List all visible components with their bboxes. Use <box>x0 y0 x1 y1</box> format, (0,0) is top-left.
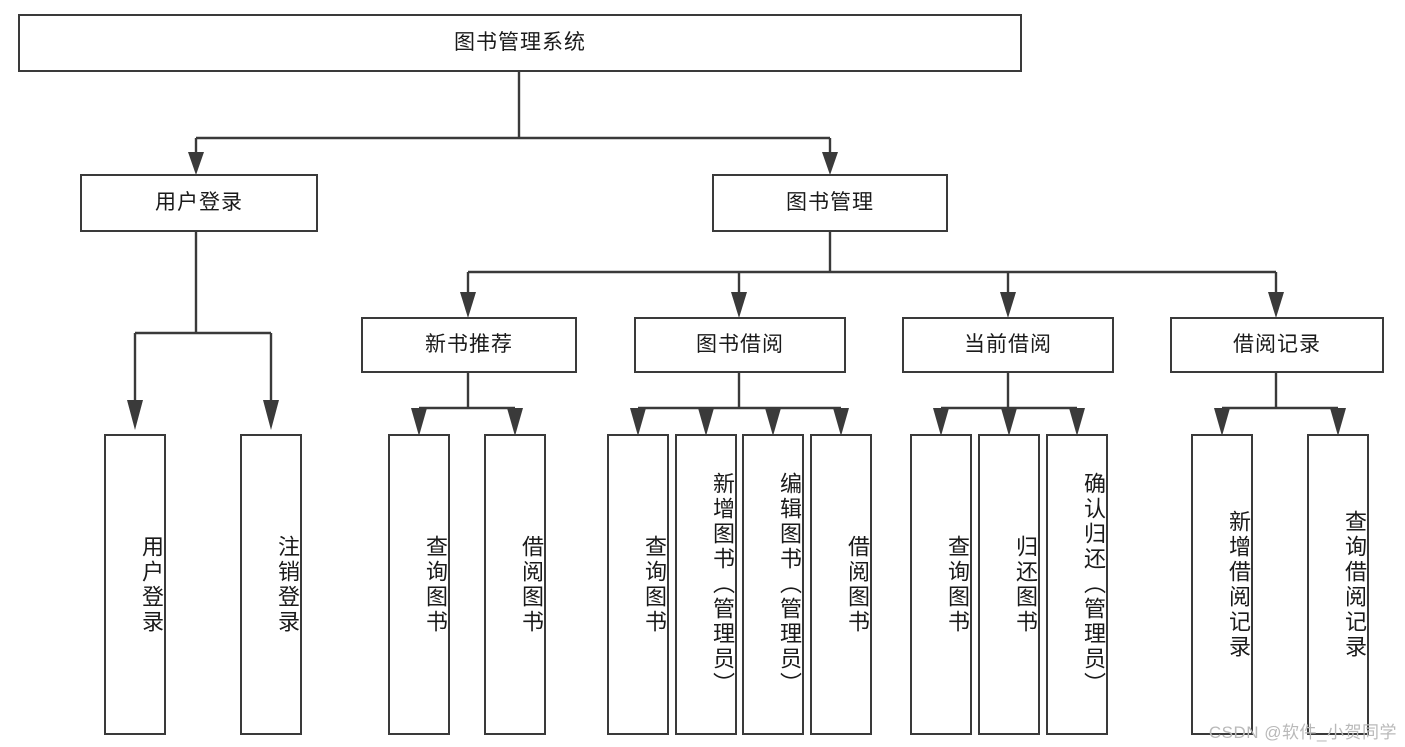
arrowhead-newbook <box>460 292 476 318</box>
node-leaf-record-2[interactable]: 查询借阅记录 <box>1307 434 1369 735</box>
node-leaf-newbook-1[interactable]: 查询图书 <box>388 434 450 735</box>
node-leaf-record-1[interactable]: 新增借阅记录 <box>1191 434 1253 735</box>
node-record-label: 借阅记录 <box>1233 333 1321 357</box>
node-leaf-current-3-label: 确认归还（管理员） <box>1081 472 1106 697</box>
arrowhead-current <box>1000 292 1016 318</box>
node-leaf-login-1-label: 用户登录 <box>139 534 164 635</box>
node-login-label: 用户登录 <box>155 191 243 215</box>
watermark: CSDN @软件_小贺同学 <box>1208 723 1397 742</box>
node-leaf-newbook-2[interactable]: 借阅图书 <box>484 434 546 735</box>
arrowhead-login <box>188 152 204 175</box>
node-root-label: 图书管理系统 <box>454 31 586 55</box>
node-leaf-borrow-1[interactable]: 查询图书 <box>607 434 669 735</box>
node-current[interactable]: 当前借阅 <box>902 317 1114 373</box>
node-leaf-borrow-3-label: 编辑图书（管理员） <box>777 472 802 697</box>
arrowhead-borrow <box>731 292 747 318</box>
arrowhead-borrow-l3 <box>765 408 781 436</box>
arrowhead-login-leaf1 <box>127 400 143 430</box>
node-leaf-borrow-4-label: 借阅图书 <box>845 534 870 635</box>
node-leaf-record-1-label: 新增借阅记录 <box>1226 509 1251 660</box>
arrowhead-record-l1 <box>1214 408 1230 436</box>
node-leaf-newbook-2-label: 借阅图书 <box>519 534 544 635</box>
node-leaf-current-2-label: 归还图书 <box>1013 534 1038 635</box>
arrowhead-current-l3 <box>1069 408 1085 436</box>
node-record[interactable]: 借阅记录 <box>1170 317 1384 373</box>
node-bookmgmt-label: 图书管理 <box>786 191 874 215</box>
arrowhead-borrow-l1 <box>630 408 646 436</box>
arrowhead-current-l1 <box>933 408 949 436</box>
arrowhead-current-l2 <box>1001 408 1017 436</box>
arrowhead-record-l2 <box>1330 408 1346 436</box>
node-leaf-borrow-2-label: 新增图书（管理员） <box>710 472 735 697</box>
arrowhead-borrow-l4 <box>833 408 849 436</box>
arrowhead-newbook-l1 <box>411 408 427 436</box>
node-leaf-current-1[interactable]: 查询图书 <box>910 434 972 735</box>
arrowhead-borrow-l2 <box>698 408 714 436</box>
node-leaf-newbook-1-label: 查询图书 <box>423 534 448 635</box>
node-leaf-borrow-2[interactable]: 新增图书（管理员） <box>675 434 737 735</box>
node-newbook[interactable]: 新书推荐 <box>361 317 577 373</box>
node-leaf-borrow-3[interactable]: 编辑图书（管理员） <box>742 434 804 735</box>
node-bookmgmt[interactable]: 图书管理 <box>712 174 948 232</box>
node-borrow[interactable]: 图书借阅 <box>634 317 846 373</box>
node-leaf-record-2-label: 查询借阅记录 <box>1342 509 1367 660</box>
node-root[interactable]: 图书管理系统 <box>18 14 1022 72</box>
node-leaf-current-3[interactable]: 确认归还（管理员） <box>1046 434 1108 735</box>
arrowhead-newbook-l2 <box>507 408 523 436</box>
node-borrow-label: 图书借阅 <box>696 333 784 357</box>
node-current-label: 当前借阅 <box>964 333 1052 357</box>
node-leaf-current-1-label: 查询图书 <box>945 534 970 635</box>
arrowhead-bookmgmt <box>822 152 838 175</box>
node-leaf-login-2-label: 注销登录 <box>275 534 300 635</box>
node-leaf-login-2[interactable]: 注销登录 <box>240 434 302 735</box>
node-leaf-borrow-4[interactable]: 借阅图书 <box>810 434 872 735</box>
arrowhead-record <box>1268 292 1284 318</box>
node-leaf-current-2[interactable]: 归还图书 <box>978 434 1040 735</box>
node-leaf-login-1[interactable]: 用户登录 <box>104 434 166 735</box>
node-login[interactable]: 用户登录 <box>80 174 318 232</box>
arrowhead-login-leaf2 <box>263 400 279 430</box>
node-newbook-label: 新书推荐 <box>425 333 513 357</box>
node-leaf-borrow-1-label: 查询图书 <box>642 534 667 635</box>
